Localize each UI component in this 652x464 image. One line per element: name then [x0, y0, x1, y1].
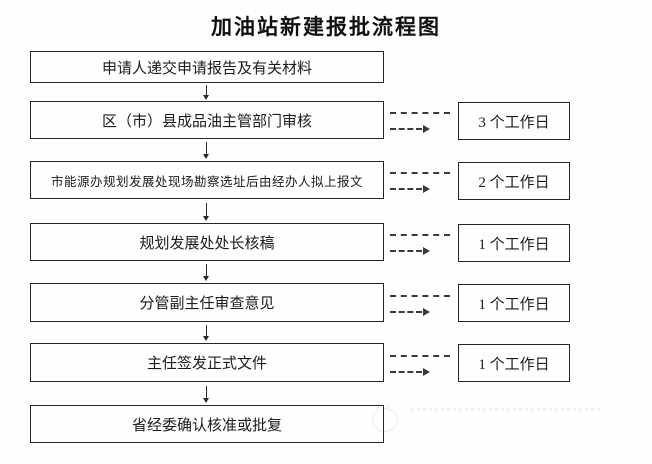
step-label: 分管副主任审查意见 [139, 296, 275, 312]
step-box-submit-application: 申请人递交申请报告及有关材料 [30, 51, 384, 83]
page-title: 加油站新建报批流程图 [211, 15, 441, 39]
dashed-connector-line [390, 112, 450, 114]
duration-box-3: 1 个工作日 [458, 224, 570, 262]
dashed-arrow-icon [390, 125, 430, 133]
duration-label: 1 个工作日 [478, 356, 550, 373]
step-label: 区（市）县成品油主管部门审核 [101, 113, 312, 130]
down-arrow-icon [203, 85, 209, 100]
down-arrow-icon [203, 203, 209, 221]
step-box-district-review: 区（市）县成品油主管部门审核 [30, 101, 384, 139]
dashed-arrow-icon [390, 247, 430, 255]
step-box-director-sign: 主任签发正式文件 [30, 343, 384, 382]
watermark-text-smudge [410, 408, 600, 417]
duration-label: 1 个工作日 [478, 236, 550, 253]
step-label: 规划发展处处长核稿 [139, 235, 275, 252]
step-box-site-survey: 市能源办规划发展处现场勘察选址后由经办人拟上报文 [30, 161, 384, 199]
duration-label: 2 个工作日 [478, 174, 550, 191]
step-box-division-chief-review: 规划发展处处长核稿 [30, 223, 384, 261]
step-box-provincial-approval: 省经委确认核准或批复 [30, 405, 384, 443]
duration-box-2: 2 个工作日 [458, 162, 570, 200]
watermark [368, 400, 628, 440]
step-box-deputy-director-review: 分管副主任审查意见 [30, 283, 384, 322]
dashed-connector-line [390, 234, 450, 236]
duration-box-4: 1 个工作日 [458, 284, 570, 322]
duration-box-1: 3 个工作日 [458, 102, 570, 140]
duration-label: 3 个工作日 [478, 114, 550, 131]
duration-label: 1 个工作日 [478, 296, 550, 313]
dashed-arrow-icon [390, 185, 430, 193]
step-label: 申请人递交申请报告及有关材料 [101, 60, 312, 77]
step-label: 主任签发正式文件 [146, 356, 267, 372]
dashed-arrow-icon [390, 368, 430, 376]
down-arrow-icon [203, 142, 209, 159]
down-arrow-icon [203, 386, 209, 403]
down-arrow-icon [203, 325, 209, 341]
step-label: 省经委确认核准或批复 [131, 417, 282, 434]
step-label: 市能源办规划发展处现场勘察选址后由经办人拟上报文 [50, 174, 363, 189]
down-arrow-icon [203, 264, 209, 281]
dashed-connector-line [390, 172, 450, 174]
dashed-connector-line [390, 295, 450, 297]
duration-box-5: 1 个工作日 [458, 344, 570, 382]
dashed-connector-line [390, 355, 450, 357]
dashed-arrow-icon [390, 308, 430, 316]
